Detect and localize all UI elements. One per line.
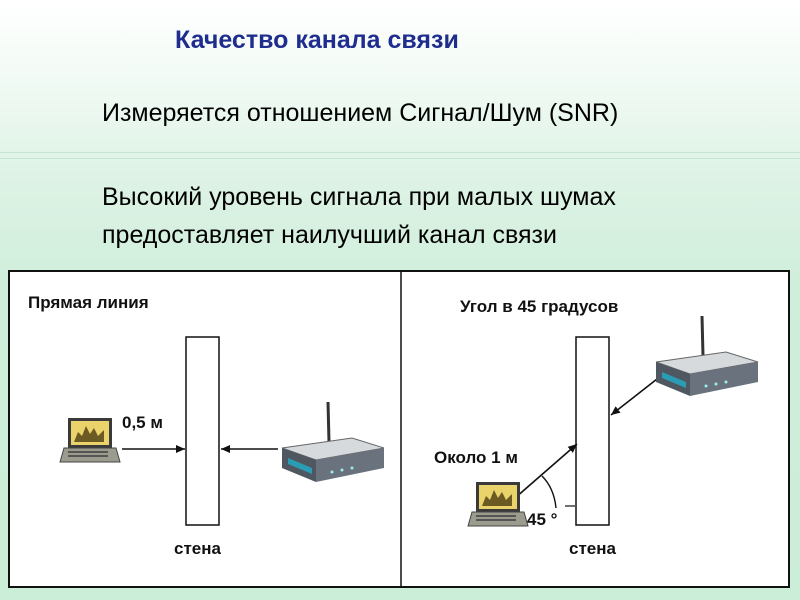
diagram-canvas <box>59 272 759 588</box>
wall-left <box>185 336 220 526</box>
angle-arc <box>541 475 557 509</box>
left-wall-label: стена <box>174 539 221 558</box>
router-icon <box>655 315 759 396</box>
laptop-signal-arrow-right <box>514 443 578 499</box>
snr-statement: Измеряется отношением Сигнал/Шум (SNR) <box>102 99 619 127</box>
background-stripe <box>0 158 800 159</box>
angle-label: 45 ° <box>527 510 558 529</box>
diagram-panel: Прямая линия 0,5 м стена Угол в 45 граду… <box>8 270 790 588</box>
signal-statement-line-2: предоставляет наилучший канал связи <box>102 221 557 249</box>
left-distance-label: 0,5 м <box>122 413 163 432</box>
wall-right <box>575 336 610 526</box>
right-distance-label: Около 1 м <box>434 448 518 467</box>
laptop-icon <box>59 418 121 463</box>
signal-statement-line-1: Высокий уровень сигнала при малых шумах <box>102 183 616 211</box>
left-panel-heading: Прямая линия <box>28 293 149 312</box>
router-icon <box>281 401 385 482</box>
slide-title: Качество канала связи <box>175 26 459 54</box>
right-panel-heading: Угол в 45 градусов <box>460 297 619 316</box>
right-wall-label: стена <box>569 539 616 558</box>
background-stripe <box>0 152 800 153</box>
laptop-icon <box>467 482 529 527</box>
signal-statement: Высокий уровень сигнала при малых шумах … <box>102 178 616 254</box>
